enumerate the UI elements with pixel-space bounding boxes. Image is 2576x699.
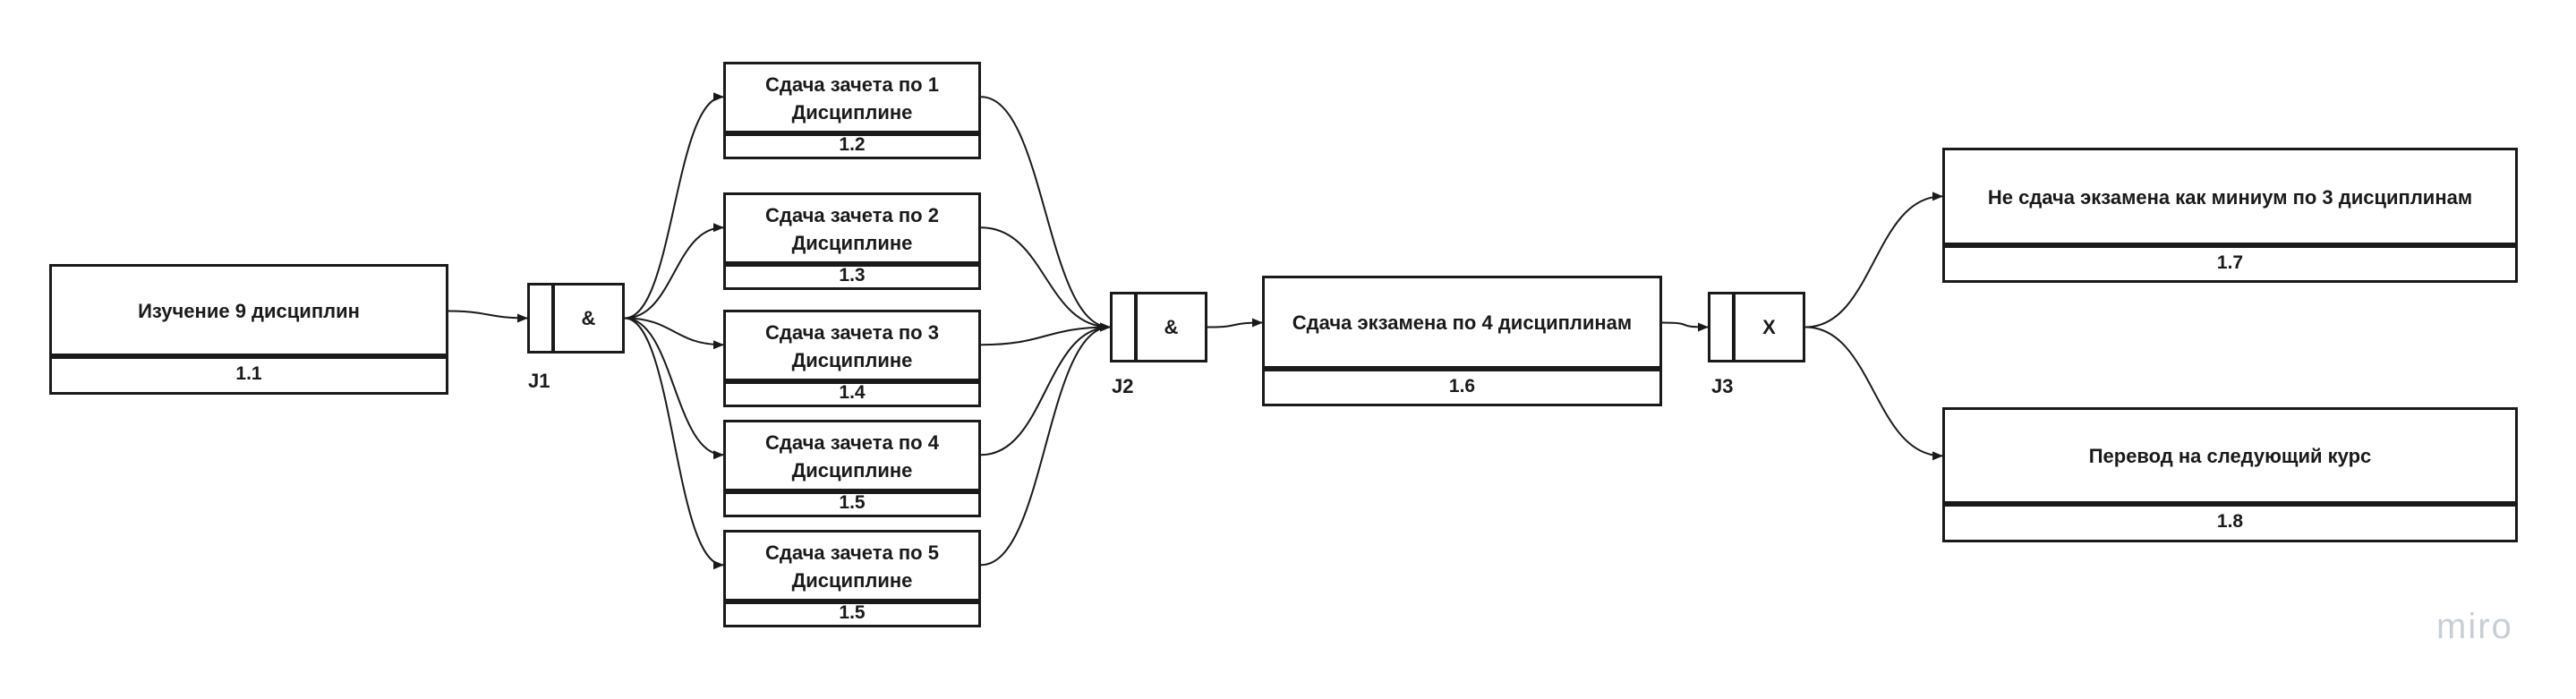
junction-xor-symbol: X — [1762, 315, 1776, 338]
uob-number: 1.6 — [1448, 375, 1476, 396]
connector-u15b-to-j2[interactable] — [980, 322, 1111, 567]
connector-j3-to-u18[interactable] — [1804, 326, 1943, 461]
connector-j3-to-u17[interactable] — [1804, 192, 1943, 328]
uob-box-1-1[interactable]: Изучение 9 дисциплин 1.1 — [49, 264, 448, 395]
connector-j1-to-u14[interactable] — [624, 317, 724, 350]
junction-bar — [551, 286, 555, 351]
uob-divider — [726, 489, 978, 494]
uob-number: 1.4 — [839, 382, 866, 403]
uob-divider — [726, 131, 978, 136]
uob-title: Изучение 9 дисциплин — [138, 299, 360, 322]
connector-j1-to-u13[interactable] — [624, 223, 724, 320]
uob-box-1-6[interactable]: Сдача экзамена по 4 дисциплинам 1.6 — [1262, 276, 1662, 406]
junction-bar — [1732, 294, 1736, 360]
uob-number: 1.5 — [839, 602, 866, 623]
junction-and-symbol: & — [581, 306, 596, 329]
connector-j1-to-u15[interactable] — [624, 317, 724, 460]
junction-j1[interactable]: & — [527, 283, 625, 354]
junction-bar — [1134, 294, 1138, 360]
uob-title: Сдача зачета по 5 Дисциплине — [765, 541, 939, 592]
junction-j2[interactable]: & — [1110, 292, 1207, 362]
uob-number: 1.5 — [839, 492, 866, 513]
connector-u16-to-j3[interactable] — [1661, 321, 1709, 332]
uob-number: 1.8 — [2216, 511, 2244, 532]
connector-u14-to-j2[interactable] — [980, 322, 1111, 346]
connector-j2-to-u16[interactable] — [1207, 318, 1263, 328]
uob-box-1-5-second[interactable]: Сдача зачета по 5 Дисциплине 1.5 — [723, 530, 981, 627]
junction-j3[interactable]: X — [1708, 292, 1805, 362]
connector-j1-to-u12[interactable] — [624, 92, 724, 320]
uob-box-1-8[interactable]: Перевод на следующий курс 1.8 — [1942, 407, 2518, 542]
connector-u15-to-j2[interactable] — [980, 322, 1111, 456]
uob-divider — [1265, 366, 1659, 371]
miro-watermark: miro — [2436, 607, 2513, 646]
uob-divider — [52, 354, 446, 359]
uob-box-1-2[interactable]: Сдача зачета по 1 Дисциплине 1.2 — [723, 62, 981, 159]
uob-divider — [1945, 243, 2515, 248]
uob-title: Сдача зачета по 2 Дисциплине — [765, 203, 939, 254]
connector-j1-to-u15b[interactable] — [624, 317, 724, 570]
junction-label-j3: J3 — [1711, 375, 1734, 397]
uob-box-1-3[interactable]: Сдача зачета по 2 Дисциплине 1.3 — [723, 192, 981, 290]
uob-box-1-5[interactable]: Сдача зачета по 4 Дисциплине 1.5 — [723, 420, 981, 517]
uob-title: Не сдача экзамена как миниум по 3 дисцип… — [1987, 185, 2473, 209]
uob-divider — [726, 599, 978, 604]
uob-divider — [726, 379, 978, 384]
uob-divider — [1945, 501, 2515, 507]
junction-label-j1: J1 — [528, 370, 550, 392]
connector-u12-to-j2[interactable] — [980, 96, 1111, 332]
junction-and-symbol: & — [1164, 315, 1179, 338]
uob-title: Сдача зачета по 1 Дисциплине — [765, 72, 939, 124]
connector-u11-to-j1[interactable] — [448, 310, 528, 323]
uob-title: Сдача зачета по 3 Дисциплине — [765, 320, 939, 371]
uob-title: Сдача экзамена по 4 дисциплинам — [1292, 311, 1633, 334]
uob-number: 1.2 — [839, 134, 866, 155]
junction-label-j2: J2 — [1112, 375, 1134, 397]
uob-number: 1.1 — [235, 363, 262, 384]
uob-title: Перевод на следующий курс — [2088, 445, 2372, 467]
uob-number: 1.3 — [839, 265, 866, 286]
uob-divider — [726, 261, 978, 267]
uob-box-1-4[interactable]: Сдача зачета по 3 Дисциплине 1.4 — [723, 310, 981, 407]
uob-title: Сдача зачета по 4 Дисциплине — [765, 430, 939, 482]
connector-u13-to-j2[interactable] — [980, 226, 1111, 332]
uob-number: 1.7 — [2216, 251, 2244, 273]
uob-box-1-7[interactable]: Не сдача экзамена как миниум по 3 дисцип… — [1942, 148, 2518, 283]
